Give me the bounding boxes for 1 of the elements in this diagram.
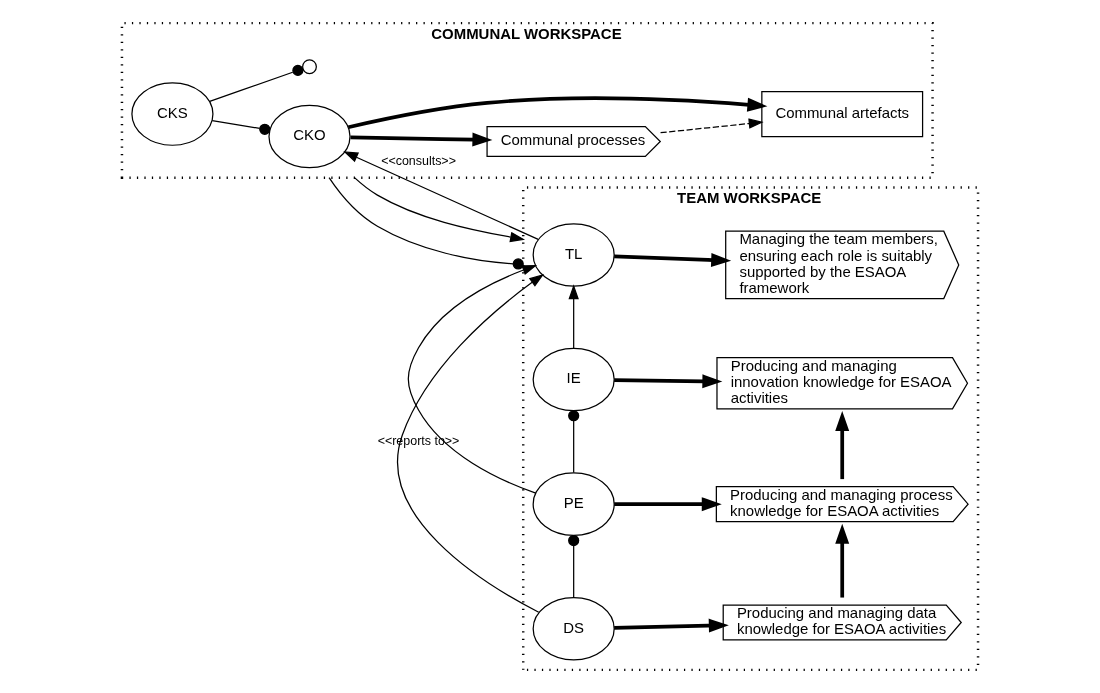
edge-label: <<consults>>	[381, 154, 456, 169]
